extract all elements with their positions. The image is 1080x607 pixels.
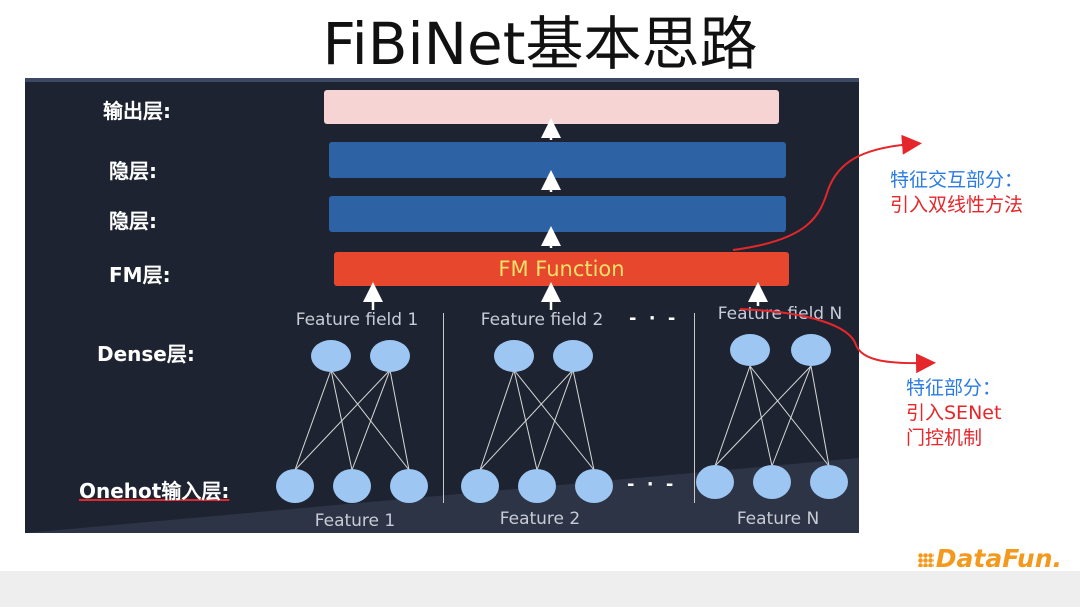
dense-layer-label: Dense层:	[97, 342, 195, 366]
dense-node	[311, 340, 351, 372]
dense-node	[730, 334, 770, 366]
onehot-node	[333, 469, 371, 503]
onehot-node	[518, 469, 556, 503]
feature-annotation: 特征部分： 引入SENet 门控机制	[906, 376, 1001, 451]
fm-function-label: FM Function	[498, 257, 625, 281]
field-ellipsis: - · -	[629, 308, 679, 329]
interaction-annotation-detail: 引入双线性方法	[890, 194, 1024, 216]
interaction-annotation: 特征交互部分： 引入双线性方法	[890, 168, 1023, 218]
onehot-node	[461, 469, 499, 503]
dense-node	[791, 334, 831, 366]
logo-text: DataFun.	[935, 544, 1062, 573]
feature-field-2-label: Feature field 2	[480, 310, 604, 330]
slide-title: FiBiNet基本思路	[322, 10, 758, 78]
footer-band	[0, 571, 1080, 607]
datafun-logo: DataFun.	[917, 544, 1062, 573]
diagram-connections	[294, 118, 830, 471]
feature-annotation-detail-1: 引入SENet	[906, 402, 1002, 424]
onehot-layer-label: Onehot输入层:	[79, 479, 230, 503]
field-separator-1	[443, 313, 444, 503]
feature-2-label: Feature 2	[499, 509, 581, 529]
dense-node	[494, 340, 534, 372]
logo-dots-icon	[917, 553, 934, 567]
onehot-node	[753, 465, 791, 499]
dense-node	[553, 340, 593, 372]
hidden-layer-2-label: 隐层:	[109, 209, 157, 233]
onehot-node	[810, 465, 848, 499]
onehot-node	[696, 465, 734, 499]
feature-field-1-label: Feature field 1	[295, 310, 419, 330]
feature-annotation-title: 特征部分：	[906, 377, 1002, 399]
feature-n-label: Feature N	[736, 509, 820, 529]
fm-function-bar: FM Function	[334, 252, 789, 286]
panel-background-shape	[25, 78, 859, 533]
onehot-node	[276, 469, 314, 503]
feature-ellipsis: - · -	[627, 474, 677, 495]
interaction-annotation-title: 特征交互部分：	[890, 169, 1024, 191]
field-separator-2	[694, 313, 695, 503]
diagram-panel: 输出层: 隐层: 隐层: FM层: Dense层: Onehot输入层: FM …	[25, 78, 859, 533]
feature-1-label: Feature 1	[314, 511, 396, 531]
onehot-node	[390, 469, 428, 503]
onehot-node	[575, 469, 613, 503]
output-layer-label: 输出层:	[103, 99, 171, 123]
hidden-layer-1-label: 隐层:	[109, 159, 157, 183]
fm-layer-label: FM层:	[109, 263, 171, 287]
dense-node	[370, 340, 410, 372]
feature-annotation-detail-2: 门控机制	[906, 427, 983, 449]
